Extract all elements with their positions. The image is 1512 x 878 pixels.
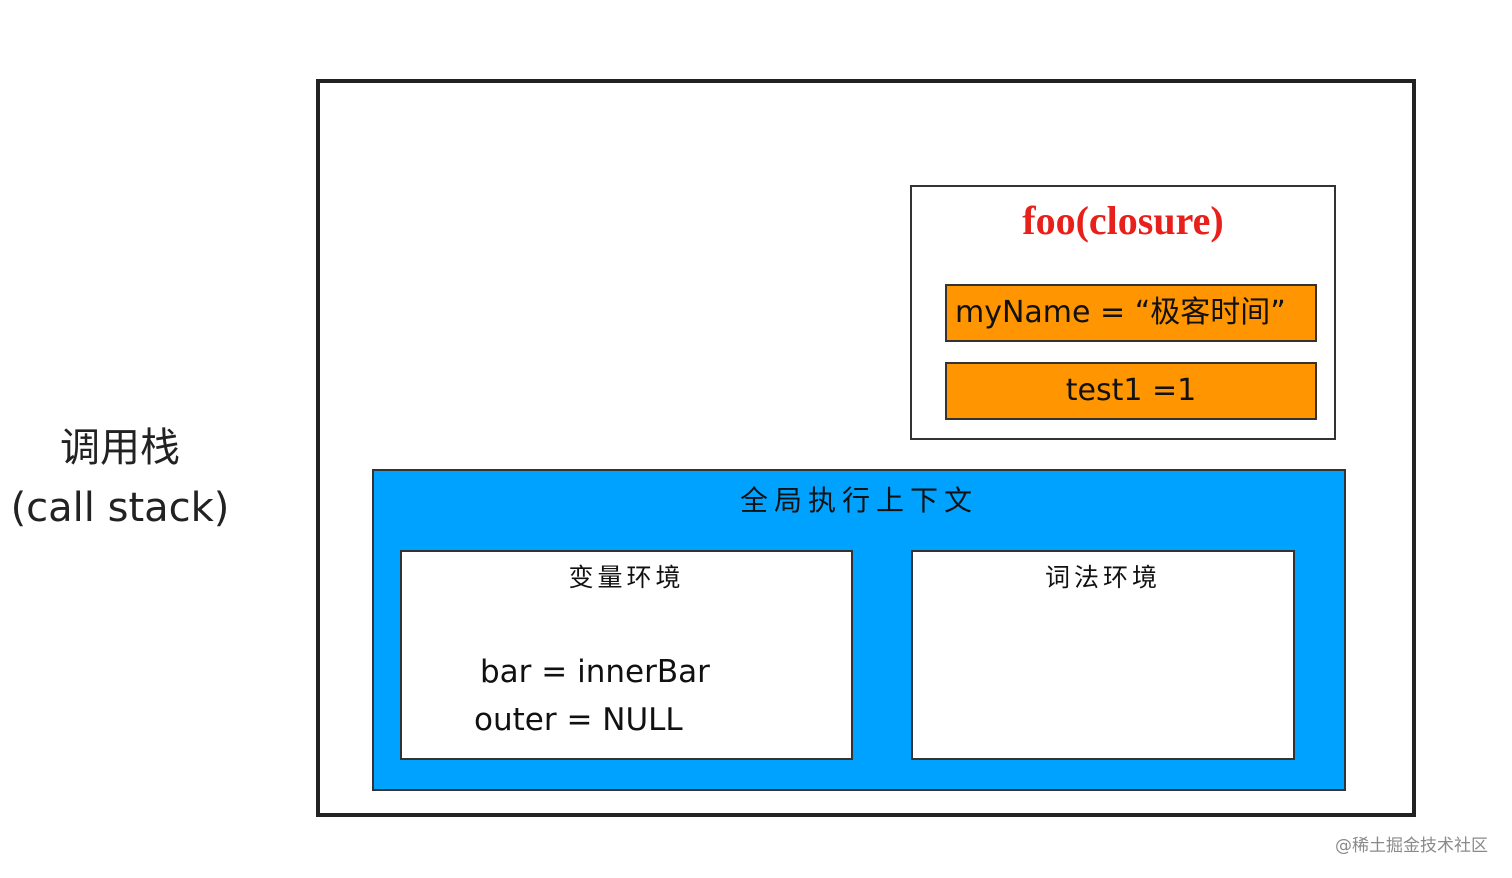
closure-variable-test1: test1 =1 [945, 362, 1317, 420]
closure-box: foo(closure) myName = “极客时间” test1 =1 [910, 185, 1336, 440]
lexical-environment: 词法环境 [911, 550, 1295, 760]
variable-bar: bar = innerBar [480, 654, 710, 690]
variable-environment: 变量环境 bar = innerBar outer = NULL [400, 550, 853, 760]
call-stack-label-cn: 调用栈 [60, 425, 180, 471]
lexical-environment-title: 词法环境 [1044, 563, 1161, 592]
call-stack-label-en: (call stack) [10, 485, 230, 531]
watermark: @稀土掘金技术社区 [1335, 836, 1488, 856]
closure-variable-myname: myName = “极客时间” [945, 284, 1317, 342]
global-context-title: 全局执行上下文 [739, 484, 978, 517]
variable-outer: outer = NULL [474, 702, 683, 738]
variable-environment-title: 变量环境 [568, 563, 685, 592]
closure-title: foo(closure) [1022, 198, 1224, 243]
global-execution-context: 全局执行上下文 变量环境 bar = innerBar outer = NULL… [372, 469, 1346, 791]
call-stack-label: 调用栈 (call stack) [10, 418, 230, 538]
